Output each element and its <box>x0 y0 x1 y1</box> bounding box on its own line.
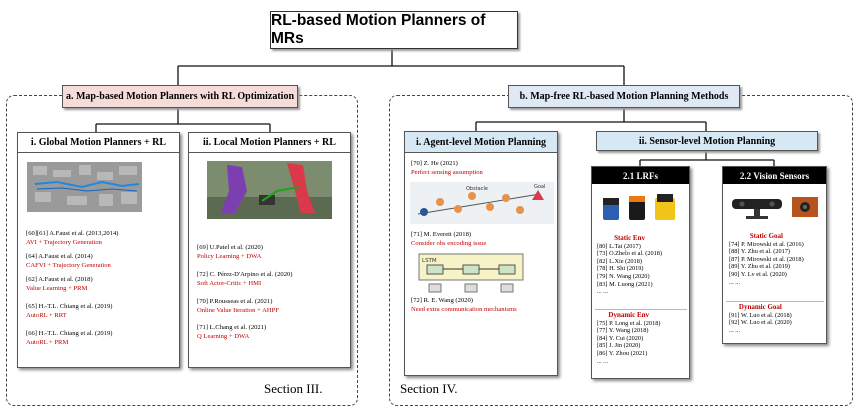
map-based-header: a. Map-based Motion Planners with RL Opt… <box>62 85 298 108</box>
local-entry-4: [71] L.Chang et al. (2021)Q Learning + D… <box>197 324 267 340</box>
local-entry-2: [72] C. Pérez-D'Arpino et al. (2020)Soft… <box>197 271 293 287</box>
local-planners-header: ii. Local Motion Planners + RL <box>189 133 350 153</box>
local-planners-panel: ii. Local Motion Planners + RL [69] U.Pa… <box>188 132 351 368</box>
global-entry-2: [64] A.Faust et al. (2014)CAFVI + Trajec… <box>26 253 111 269</box>
vision-dynamic-list: Dynamic Goal [91] W. Luo et al. (2018)[9… <box>729 303 792 334</box>
agent-entry-1: [70] Z. He (2021)Perfect sensing assumpt… <box>411 160 483 176</box>
global-planners-panel: i. Global Motion Planners + RL [60][61] … <box>17 132 180 368</box>
lrf-divider <box>595 309 687 310</box>
local-entry-1: [69] U.Patel et al. (2020)Policy Learnin… <box>197 244 263 260</box>
lrf-static-list: Static Env [80] L.Tai (2017)[73] O.Zhelo… <box>597 234 663 296</box>
lrf-header: 2.1 LRFs <box>592 167 689 184</box>
sensor-level-header: ii. Sensor-level Motion Planning <box>596 131 818 151</box>
vision-divider <box>726 301 824 302</box>
lrf-sensors-image <box>603 194 675 220</box>
vision-header: 2.2 Vision Sensors <box>723 167 826 184</box>
svg-text:Goal: Goal <box>534 184 545 190</box>
global-entry-4: [65] H.-T.L. Chiang et al. (2019)AutoRL … <box>26 303 113 319</box>
section-iii-label: Section III. <box>264 381 323 396</box>
section-iv-label: Section IV. <box>400 381 458 396</box>
lrf-panel: 2.1 LRFs Static Env [80] L.Tai (2017)[73… <box>591 166 690 379</box>
diagram-title: RL-based Motion Planners of MRs <box>270 11 518 49</box>
agent-level-panel: i. Agent-level Motion Planning [70] Z. H… <box>404 131 558 376</box>
global-map-image <box>27 162 142 212</box>
vision-sensors-image <box>732 197 818 219</box>
svg-text:Obstacle: Obstacle <box>466 186 488 192</box>
local-robot-image <box>207 161 332 219</box>
global-planners-header: i. Global Motion Planners + RL <box>18 133 179 153</box>
svg-text:LSTM: LSTM <box>422 258 437 264</box>
global-entry-3: [62] A.Faust et al. (2018)Value Learning… <box>26 276 93 292</box>
agent-crowd-figure: Obstacle Goal <box>410 182 554 224</box>
global-entry-1: [60][61] A.Faust et al. (2013,2014)AVI +… <box>26 230 119 246</box>
local-entry-3: [70] P.Rousseas et al. (2021)Online Valu… <box>197 298 279 314</box>
vision-static-list: Static Goal [74] P. Mirowski et al. (201… <box>729 232 804 286</box>
agent-entry-3: [72] R. E. Wang (2020)Need extra communi… <box>411 297 517 313</box>
vision-panel: 2.2 Vision Sensors Static Goal [74] P. M… <box>722 166 827 344</box>
agent-level-header: i. Agent-level Motion Planning <box>405 132 557 153</box>
global-entry-5: [66] H.-T.L. Chiang et al. (2019)AutoRL … <box>26 330 113 346</box>
agent-lstm-figure: LSTM <box>418 253 524 293</box>
agent-entry-2: [71] M. Everett (2018)Consider obs encod… <box>411 231 487 247</box>
map-free-header: b. Map-free RL-based Motion Planning Met… <box>508 85 740 108</box>
lrf-dynamic-list: Dynamic Env [75] P. Long et al. (2018)[7… <box>597 311 661 365</box>
